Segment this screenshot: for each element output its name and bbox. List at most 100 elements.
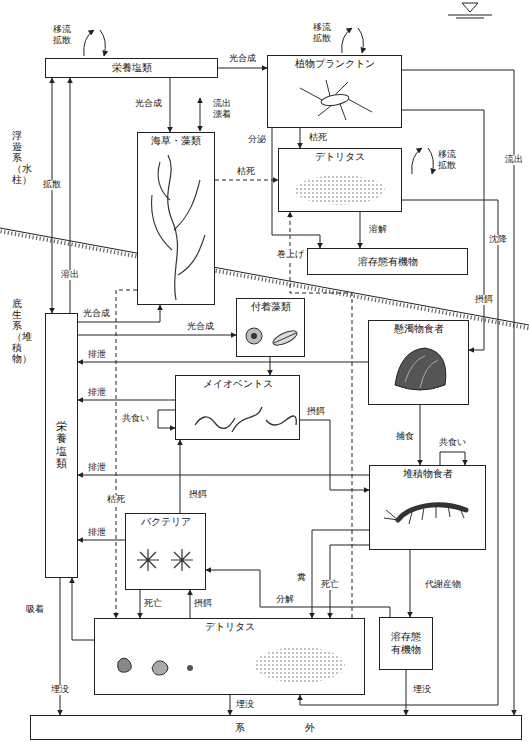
bacteria-figure [171,549,193,571]
flow-arrow [78,475,369,476]
flow-label: 摂餌 [188,490,208,500]
flow-label: 共食い [438,438,467,448]
node-title: 堆積物食者 [401,468,455,480]
flow-arrow [78,305,160,322]
bivalve-figure [405,356,438,388]
flow-label: 捕食 [395,432,415,442]
pool-box: 堆積物食者 [369,465,486,550]
flow-label: 埋没 [50,685,70,695]
flow-label: 分泌 [247,135,267,145]
water-surface-line [456,18,484,19]
flow-arrow [170,78,171,132]
flow-label: 流出 [504,155,524,165]
pool-box: バクテリア [125,513,206,590]
exchange-arrow [342,28,352,53]
flow-label: 枯死 [236,167,256,177]
bacteria-figure [137,549,159,571]
flow-label: 糞 [296,573,307,583]
flow-label: 分解 [275,595,295,605]
pool-box: 栄養塩類 [45,58,218,78]
pool-box: 栄養塩類 [45,313,78,578]
flow-arrow [215,180,278,181]
exchange-label: 移流 [437,150,457,160]
flow-label: 摂餌 [306,407,326,417]
exchange-arrow [428,148,433,174]
algae-figure [246,328,262,344]
sediment-surface [0,228,137,253]
flow-arrow [190,590,191,618]
plankton-figure [300,80,372,120]
flow-arrow [402,70,514,715]
flow-label: 排泄 [87,528,107,538]
flow-label: 排泄 [87,350,107,360]
flow-arrow [312,530,369,618]
node-title: バクテリア [139,516,193,528]
flow-arrow [420,405,421,465]
exchange-label: 拡散 [437,161,457,171]
node-title: 溶存態有機物 [356,256,420,268]
flow-arrow [78,335,236,336]
flow-arrow [52,78,53,313]
exchange-arrow [412,148,422,174]
flow-arrow [78,540,125,541]
flow-arrow [140,590,141,618]
exchange-label: 流出 [212,99,232,109]
node-title: デトリタス [313,151,367,163]
pool-box: 系外 [30,715,522,740]
algae-figure [251,333,257,339]
flow-label: 埋没 [235,700,255,710]
flow-label: 排泄 [87,388,107,398]
zone-label: 底生系（堆積物） [12,298,22,364]
flow-label: 沈降 [488,235,508,245]
sediment-surface [215,267,529,325]
node-title: 栄養塩類 [56,421,67,469]
flow-arrow [300,128,301,148]
exchange-label: 漂着 [212,110,232,120]
detritus-figure [187,665,193,671]
flow-label: 共食い [121,414,150,424]
flow-label: 摂餌 [474,295,494,305]
flow-arrow [72,578,94,640]
node-title: 栄養塩類 [110,62,154,74]
flow-label: 摂餌 [193,599,213,609]
flow-arrow [78,362,368,363]
flow-label: 拡散 [42,180,62,190]
pool-box: 海草・藻類 [137,132,215,305]
flow-label: 吸着 [25,605,45,615]
exchange-label: 拡散 [312,34,332,44]
flow-arrow [78,400,175,401]
node-title: 懸濁物食者 [392,323,446,335]
flow-arrow [270,357,271,375]
deposit-feeder-figure [398,505,466,520]
node-title: 付着藻類 [249,301,293,313]
water-surface-line [448,15,492,16]
pool-box: 溶存態有機物 [307,248,468,275]
flow-label: 排泄 [87,463,107,473]
detritus-figure [152,661,168,675]
flow-label: 溶解 [368,225,388,235]
flow-label: 死亡 [320,580,340,590]
flow-label: 光合成 [134,99,163,109]
flow-label: 巻上げ [276,250,305,260]
flow-label: 代謝産物 [424,580,462,590]
pool-box: メイオベントス [175,375,300,440]
flow-label: 光合成 [82,309,111,319]
pool-box: デトリタス [278,148,402,212]
exchange-arrow [100,30,105,56]
exchange-label: 移流 [52,25,72,35]
water-surface-symbol [462,3,478,12]
flow-label: 埋没 [412,685,432,695]
node-title: 海草・藻類 [149,135,203,147]
flow-label: 光合成 [228,54,257,64]
flow-arrow [230,695,231,715]
node-title: デトリタス [203,621,257,633]
flow-arrow [180,440,181,513]
node-title: 植物プランクトン [293,58,377,70]
sediment-hatch [1,231,138,256]
flow-arrow [272,128,320,248]
deposit-feeder-figure [384,505,464,524]
